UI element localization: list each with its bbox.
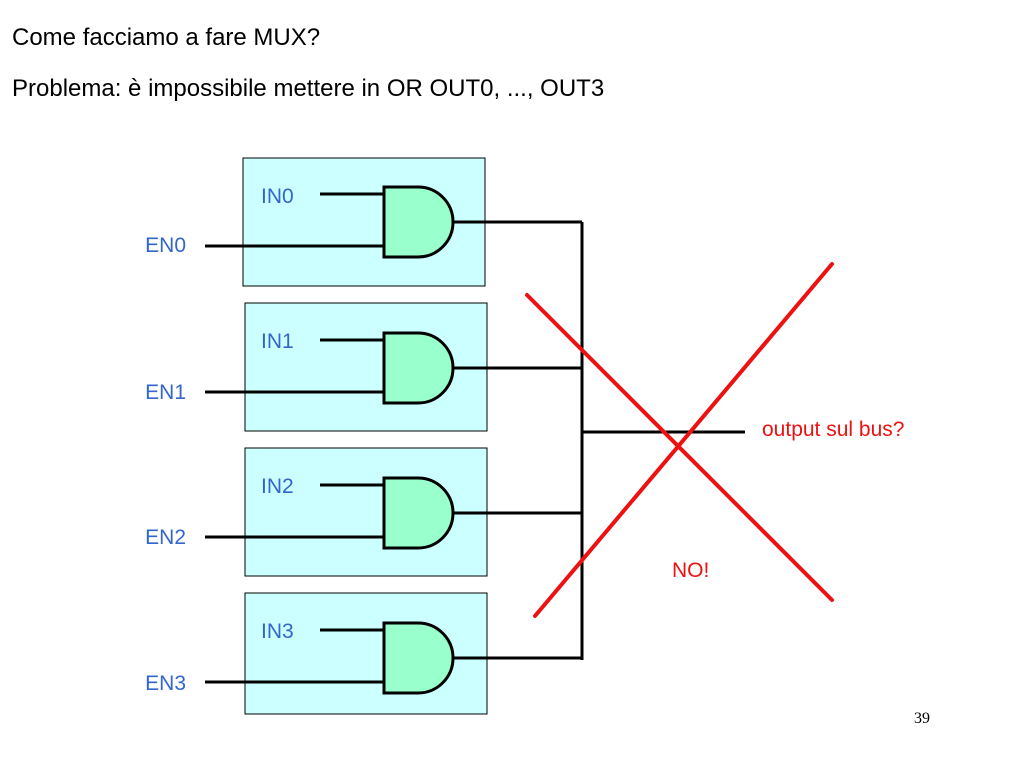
problem-statement: Problema: è impossibile mettere in OR OU…	[12, 75, 605, 102]
en-label: EN1	[145, 381, 186, 404]
cross-stroke-2	[533, 262, 834, 618]
en-label: EN3	[145, 672, 186, 695]
bus-label: output sul bus?	[762, 418, 904, 441]
and-gate-icon	[382, 621, 455, 695]
page-number: 39	[914, 710, 930, 727]
and-gate-icon	[382, 331, 455, 405]
and-gate-icon	[382, 476, 455, 550]
slide-title: Come facciamo a fare MUX?	[12, 24, 321, 51]
en-label: EN2	[145, 526, 186, 549]
and-gate-icon	[382, 185, 455, 259]
in-label: IN3	[261, 620, 294, 643]
in-label: IN1	[261, 330, 294, 353]
in-label: IN2	[261, 475, 294, 498]
no-label: NO!	[672, 559, 709, 582]
en-label: EN0	[145, 234, 186, 257]
output-bus	[580, 222, 745, 660]
in-label: IN0	[261, 185, 294, 208]
red-cross	[525, 262, 834, 618]
